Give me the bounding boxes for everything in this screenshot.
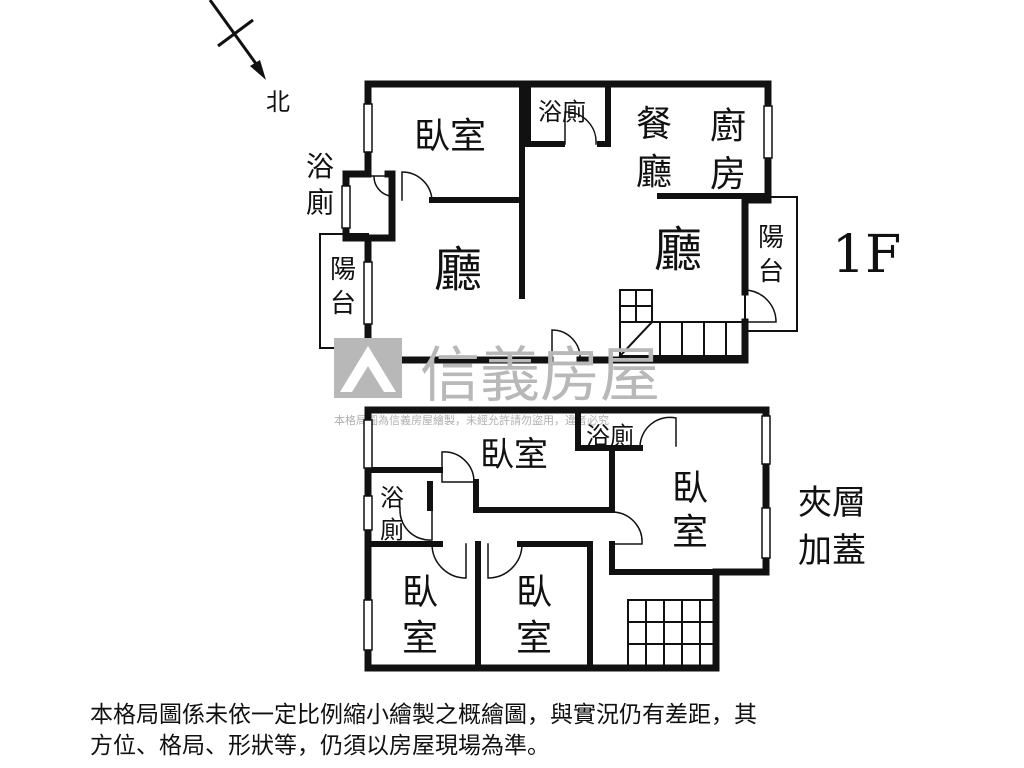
room-label: 廚 [710,106,746,147]
room-label: 台 [330,289,356,319]
window [761,507,771,559]
door-swing [371,175,393,197]
floor1-bath-left-wall [342,170,396,242]
room-label: 浴廁 [538,98,586,126]
door-swing [564,111,597,145]
window [363,103,373,153]
window [763,105,773,159]
disclaimer-line-1: 本格局圖係未依一定比例縮小繪製之概繪圖，與實況仍有差距，其 [90,702,757,728]
window [341,185,351,229]
door-swing [441,451,475,483]
room-label: 餐 [636,104,672,145]
room-label: 浴 [306,150,334,183]
window [363,261,373,325]
brand-logo-icon [334,338,402,398]
door-swing [639,416,677,447]
mezzanine-bath-top-wall [575,407,643,513]
disclaimer-caption: 本格局圖係未依一定比例縮小繪製之概繪圖，與實況仍有差距，其 方位、格局、形狀等，… [90,700,990,762]
room-label: 台 [758,257,784,287]
room-label: 廳 [654,222,702,278]
room-label: 陽 [330,255,356,285]
room-label: 臥室 [480,435,548,475]
mezzanine-labels: 臥室 浴廁 臥 室 浴 廁 臥 室 臥 室 夾層 加蓋 [380,422,866,659]
door-swing [399,507,433,541]
room-label: 臥室 [414,116,486,157]
floor1-staircase [618,289,746,358]
room-label: 陽 [758,223,784,253]
room-label: 室 [516,618,552,659]
door-swing [401,171,433,201]
door-swing [431,543,467,579]
room-label: 浴廁 [586,422,634,450]
floor1-bath-top-wall [525,83,611,147]
mezzanine-label: 加蓋 [798,531,866,571]
window [761,415,771,465]
door-swing [611,511,643,545]
room-label: 廳 [434,242,482,298]
window [363,495,373,531]
room-label: 室 [672,512,708,553]
room-label: 廁 [380,516,404,544]
floor1-plan [319,80,798,364]
north-compass-icon: 北 [208,0,290,116]
mezzanine-staircase [627,599,715,667]
disclaimer-line-2: 方位、格局、形狀等，仍須以房屋現場為準。 [90,733,550,759]
room-label: 室 [402,618,438,659]
floor1-labels: 臥室 浴廁 餐 廳 廚 房 浴 廁 廳 廳 陽 台 陽 台 1F [306,98,901,319]
door-swing [551,329,581,361]
floor1-label: 1F [832,225,901,285]
watermark: 信義房屋 本格局圖為信義房屋繪製，未經允許請勿盜用，違者必究 [334,338,660,427]
window [363,599,373,651]
north-label: 北 [266,88,290,116]
room-label: 廁 [306,186,334,219]
watermark-brand: 信義房屋 [420,341,660,411]
door-swing [487,543,523,579]
room-label: 臥 [516,572,552,613]
window [363,419,373,469]
door-swing [744,289,777,323]
watermark-notice: 本格局圖為信義房屋繪製，未經允許請勿盜用，違者必究 [334,413,609,427]
mezzanine-label: 夾層 [798,483,866,523]
mezzanine-plan [363,406,771,672]
room-label: 臥 [402,572,438,613]
room-label: 浴 [380,484,404,512]
room-label: 廳 [636,152,672,193]
room-label: 房 [710,154,746,195]
room-label: 臥 [672,468,708,509]
